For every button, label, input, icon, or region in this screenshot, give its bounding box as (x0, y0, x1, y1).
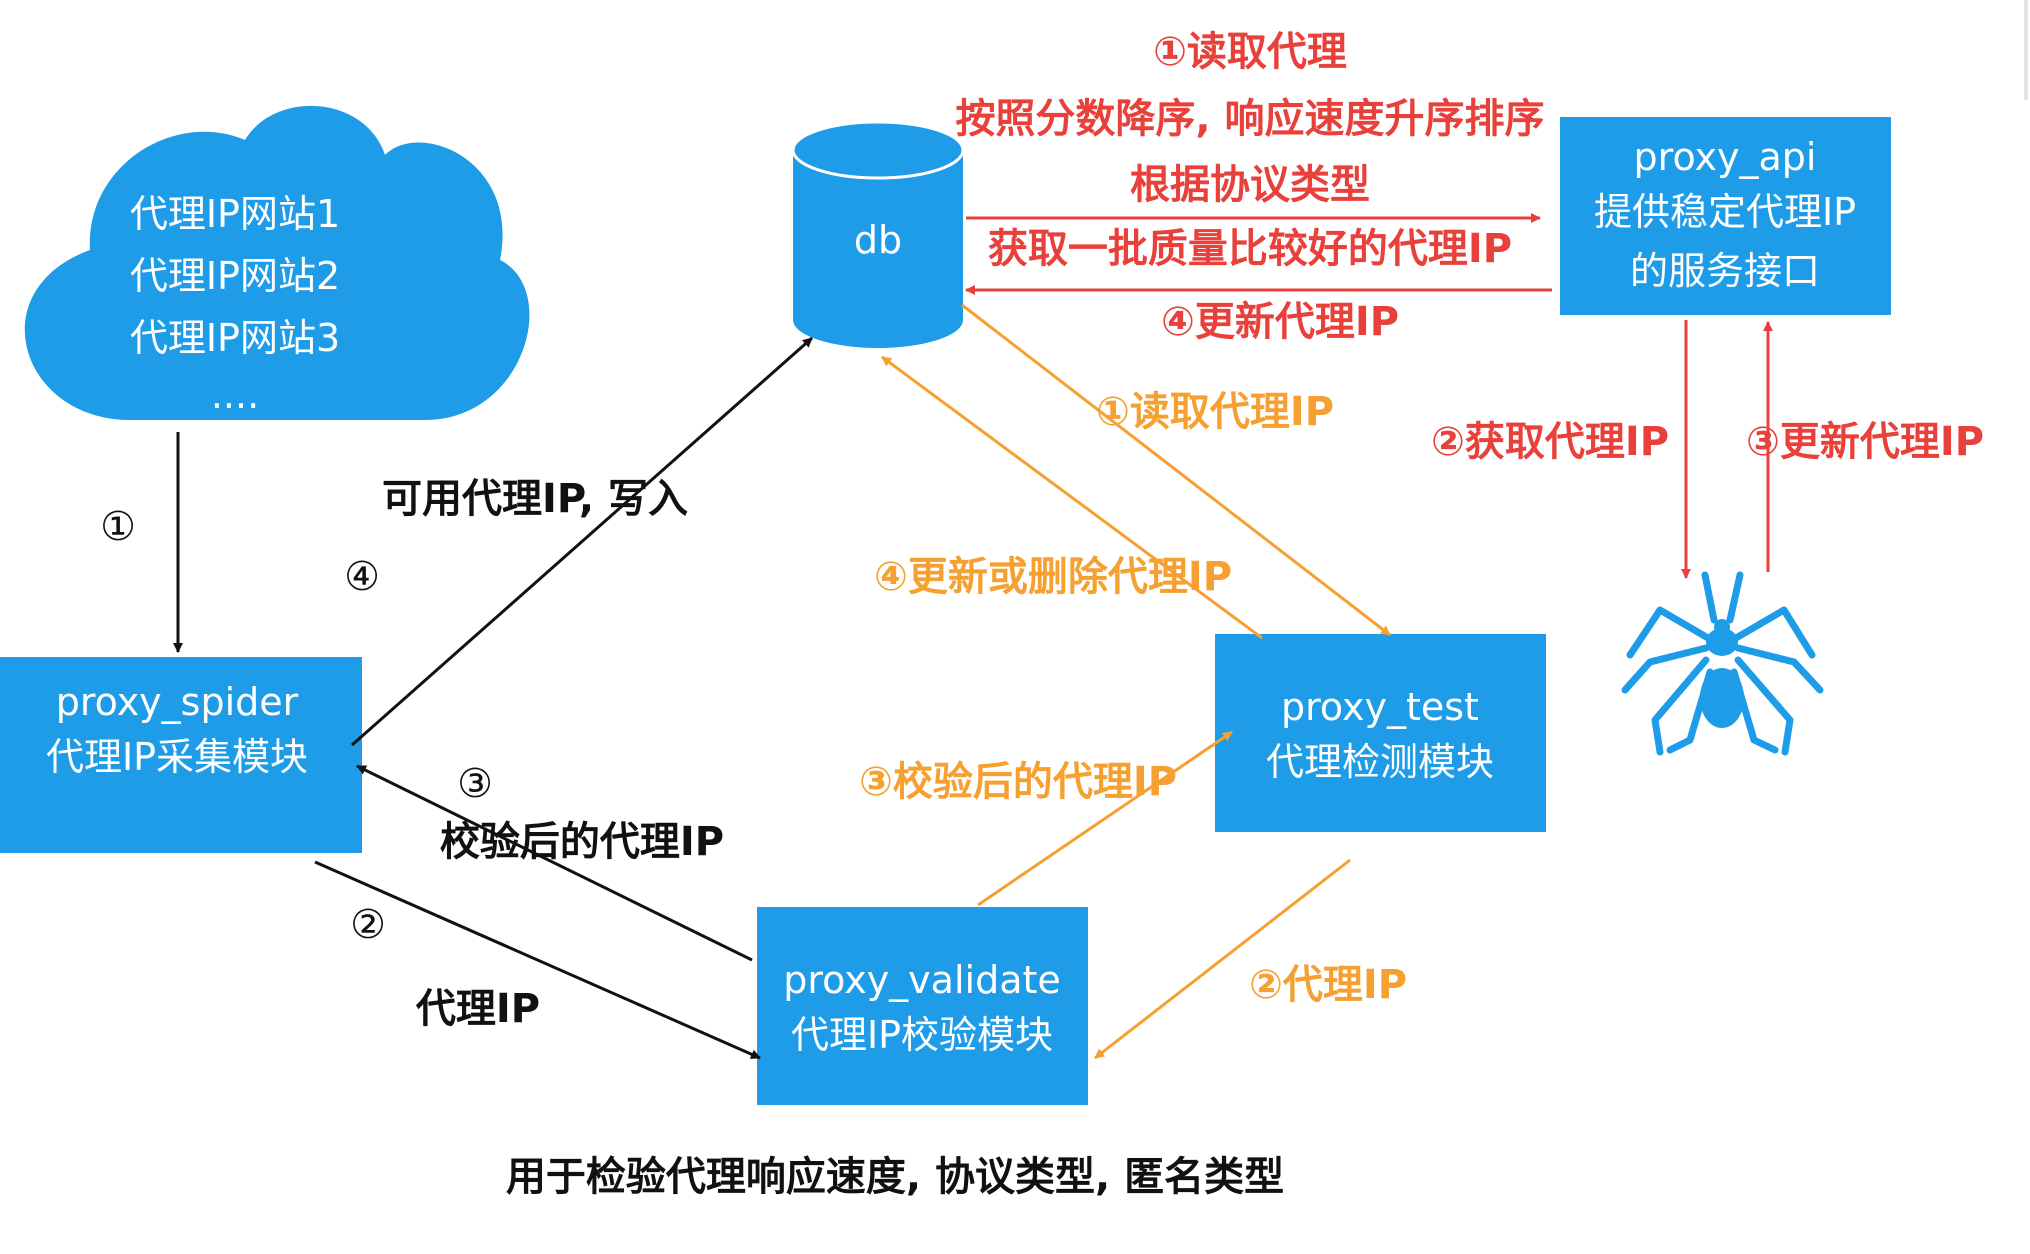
footer-note: 用于检验代理响应速度, 协议类型, 匿名类型 (506, 1154, 1284, 1200)
cloud-shape (24, 105, 530, 420)
label-validated-step: ③ (457, 761, 493, 807)
arrow-validate-to-spider (356, 764, 753, 962)
label-cloud-step: ① (100, 504, 136, 550)
proxy-spider-box: proxy_spider 代理IP采集模块 (0, 657, 362, 853)
proxy-spider-title: proxy_spider (56, 680, 299, 724)
arrow-spider-to-db (351, 336, 813, 747)
arrow-db-to-test (961, 303, 1391, 637)
window-edge (2024, 0, 2028, 100)
label-write: 可用代理IP, 写入 (382, 476, 688, 522)
proxy-api-title: proxy_api (1634, 135, 1817, 179)
label-spider-get: ②获取代理IP (1431, 419, 1669, 465)
proxy-api-box: proxy_api 提供稳定代理IP 的服务接口 (1560, 117, 1891, 315)
proxy-validate-rect (757, 907, 1088, 1105)
db-cylinder-rim (791, 120, 965, 180)
cloud-site-2: 代理IP网站2 (130, 254, 340, 298)
proxy-spider-desc: 代理IP采集模块 (46, 735, 308, 779)
label-validated: 校验后的代理IP (440, 819, 724, 865)
db-cylinder-body-top (793, 122, 963, 178)
proxy-test-title: proxy_test (1281, 685, 1479, 729)
arrow-validate-to-test (977, 730, 1233, 907)
label-api-read-3: 根据协议类型 (1130, 162, 1370, 208)
label-api-update: ④更新代理IP (1161, 299, 1399, 345)
proxy-test-desc: 代理检测模块 (1266, 740, 1494, 784)
cloud-site-3: 代理IP网站3 (130, 316, 340, 360)
arrow-spider-to-validate (314, 860, 761, 1060)
label-test-read: ①读取代理IP (1096, 389, 1334, 435)
proxy-spider-rect (0, 657, 362, 853)
db-label: db (854, 218, 902, 262)
proxy-sites-cloud: 代理IP网站1 代理IP网站2 代理IP网站3 .... (24, 105, 530, 420)
proxy-test-box: proxy_test 代理检测模块 (1215, 634, 1546, 832)
label-test-proxy: ②代理IP (1249, 962, 1407, 1008)
label-api-read-4: 获取一批质量比较好的代理IP (988, 226, 1512, 272)
arrow-test-to-validate (1094, 858, 1351, 1060)
label-api-read-2: 按照分数降序, 响应速度升序排序 (955, 96, 1544, 142)
proxy-test-rect (1215, 634, 1546, 832)
label-write-step: ④ (344, 554, 380, 600)
db-cylinder-body (793, 150, 963, 348)
cloud-site-1: 代理IP网站1 (130, 192, 340, 236)
label-proxy: 代理IP (415, 986, 540, 1032)
label-proxy-step: ② (350, 902, 386, 948)
proxy-validate-box: proxy_validate 代理IP校验模块 (757, 907, 1088, 1105)
arrow-test-to-db (881, 355, 1263, 640)
label-test-update: ④更新或删除代理IP (874, 554, 1232, 600)
db-node: db (791, 120, 965, 348)
proxy-validate-title: proxy_validate (783, 958, 1061, 1002)
proxy-api-rect (1560, 117, 1891, 315)
proxy-api-desc-1: 提供稳定代理IP (1594, 190, 1856, 234)
cloud-more: .... (211, 373, 259, 417)
label-spider-update: ③更新代理IP (1746, 419, 1984, 465)
spider-icon (1621, 571, 1824, 756)
label-api-read-1: ①读取代理 (1153, 29, 1347, 75)
proxy-api-desc-2: 的服务接口 (1630, 249, 1820, 293)
label-test-validated: ③校验后的代理IP (859, 759, 1177, 805)
proxy-validate-desc: 代理IP校验模块 (791, 1013, 1053, 1057)
